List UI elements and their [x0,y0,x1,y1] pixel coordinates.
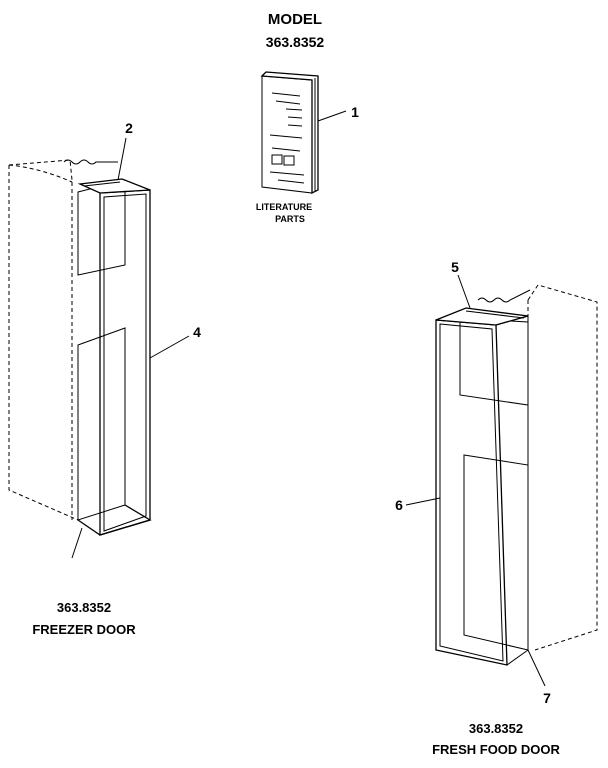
callout-5: 5 [451,259,459,275]
literature-label-line1: LITERATURE [256,202,312,212]
model-number: 363.8352 [266,34,325,50]
callout-2: 2 [125,120,133,136]
model-title: MODEL [268,11,322,28]
callout-2-leader [117,137,127,181]
literature-booklet [260,71,319,195]
freezer-bottom-leader [71,527,83,559]
fresh-food-door-model: 363.8352 [469,721,523,736]
fresh-food-door-assembly [435,284,598,666]
callout-7: 6 [395,497,403,513]
callout-7-leader [405,497,441,506]
literature-label-line2: PARTS [275,214,305,224]
fresh-food-door-name: FRESH FOOD DOOR [432,742,560,757]
freezer-door-assembly [8,159,152,536]
callout-6: 7 [543,690,551,706]
callout-5-leader [457,274,471,309]
freezer-door-name: FREEZER DOOR [32,622,136,637]
callout-4-leader [149,335,190,359]
callout-1-leader [317,110,347,122]
callout-4: 4 [193,324,201,340]
callout-6-leader [527,649,546,687]
booklet-text-marks [269,92,305,184]
freezer-door-model: 363.8352 [57,600,111,615]
callout-1: 1 [351,104,359,120]
